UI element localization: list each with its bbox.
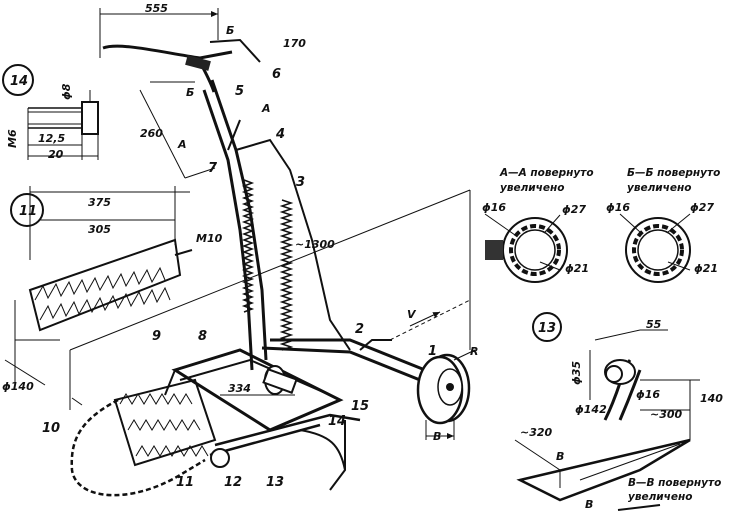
chain — [70, 397, 206, 497]
mark-v-2: B — [585, 498, 593, 511]
section-aa-d16: ϕ16 — [482, 201, 506, 214]
section-aa — [484, 213, 568, 283]
section-bb-title-2: увеличено — [627, 182, 691, 194]
dim-16-coulter: ϕ16 — [636, 388, 660, 401]
part-13: 13 — [266, 475, 284, 490]
part-4: 4 — [275, 127, 285, 142]
dim-555: 555 — [145, 2, 168, 15]
coulter-detail — [514, 312, 700, 511]
dim-35: ϕ35 — [570, 361, 583, 385]
dim-m10: M10 — [196, 232, 223, 245]
mark-b-top: Б — [226, 24, 234, 37]
main-dimension-lines — [69, 8, 471, 410]
part-6: 6 — [272, 67, 281, 82]
dim-55: 55 — [646, 318, 662, 331]
section-vv-title-2: увеличено — [628, 491, 692, 503]
section-aa-d21: ϕ21 — [565, 262, 589, 275]
mark-a-right: A — [261, 102, 271, 115]
part-3: 3 — [296, 175, 305, 190]
tow-rod-and-wheel — [261, 299, 476, 440]
dim-142: ϕ142 — [575, 403, 607, 416]
part-9: 9 — [152, 329, 161, 344]
part-2: 2 — [355, 322, 364, 337]
part-5: 5 — [235, 84, 244, 99]
dim-20: 20 — [48, 148, 64, 161]
part-7: 7 — [208, 161, 218, 176]
section-bb-title-1: Б—Б повернуто — [627, 167, 720, 179]
dim-R: R — [470, 345, 478, 358]
dim-B: B — [433, 430, 441, 443]
cutter-frame — [113, 348, 361, 491]
column — [202, 79, 351, 371]
section-aa-d27: ϕ27 — [562, 203, 586, 216]
dim-d8: ϕ8 — [60, 83, 73, 100]
reel-detail — [4, 186, 193, 390]
part-12: 12 — [224, 475, 242, 490]
dim-12-5: 12,5 — [38, 132, 65, 145]
mark-v-1: B — [556, 450, 564, 463]
dim-334: 334 — [228, 382, 251, 395]
part-11: 11 — [176, 475, 194, 490]
section-bb-d27: ϕ27 — [690, 201, 714, 214]
callout-11: 11 — [19, 204, 37, 219]
dim-V: V — [407, 308, 417, 321]
callout-14: 14 — [10, 74, 28, 89]
section-bb-d16: ϕ16 — [606, 201, 630, 214]
dim-375: 375 — [88, 196, 111, 209]
dim-300: ~300 — [650, 408, 683, 421]
mark-b-left: Б — [186, 86, 194, 99]
part-15: 15 — [351, 399, 369, 414]
handle — [99, 38, 261, 93]
bolt-detail — [2, 64, 99, 160]
section-aa-title-1: А—А повернуто — [499, 167, 594, 179]
part-14: 14 — [328, 414, 346, 429]
section-aa-title-2: увеличено — [500, 182, 564, 194]
section-bb-d21: ϕ21 — [694, 262, 718, 275]
dim-140-coulter: 140 — [700, 392, 723, 405]
dim-305: 305 — [88, 223, 111, 236]
dim-140-reel: ϕ140 — [2, 380, 34, 393]
section-vv-title-1: В—В повернуто — [628, 477, 721, 489]
section-bb — [619, 213, 691, 283]
part-8: 8 — [198, 329, 207, 344]
callout-13: 13 — [538, 321, 556, 336]
dim-320: ~320 — [520, 426, 553, 439]
dim-1300: ~1300 — [295, 238, 335, 251]
labels: 555 170 260 ~1300 375 305 M10 ϕ140 334 R… — [2, 2, 723, 511]
dim-170: 170 — [283, 37, 306, 50]
dim-260: 260 — [140, 127, 163, 140]
part-10: 10 — [42, 421, 60, 436]
dim-m6: M6 — [6, 129, 19, 148]
part-1: 1 — [428, 344, 437, 359]
mark-a-left: A — [177, 138, 187, 151]
